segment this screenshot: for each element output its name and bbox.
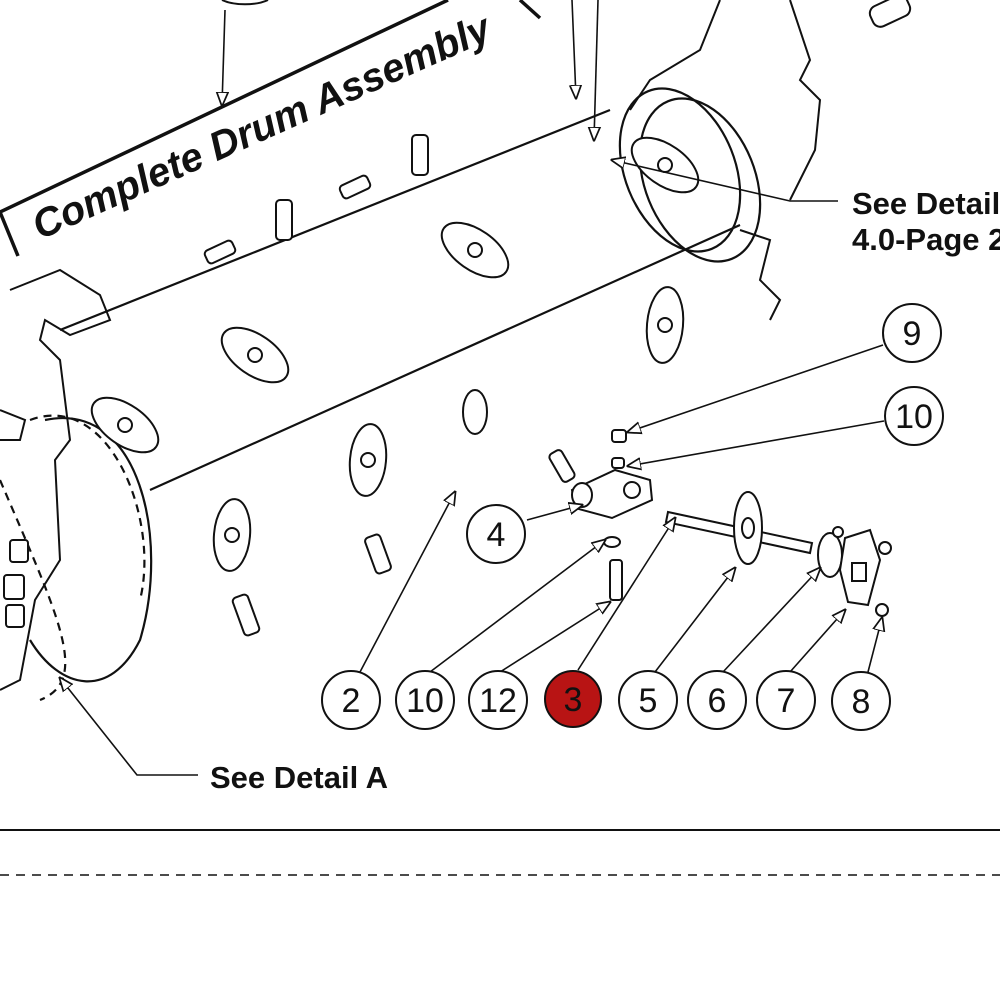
callout-12-label: 12 bbox=[479, 682, 517, 720]
callout-7-label: 7 bbox=[777, 682, 796, 720]
callout-10-lower[interactable]: 10 bbox=[395, 670, 455, 730]
callout-3-label: 3 bbox=[564, 681, 583, 719]
callout-2-label: 2 bbox=[342, 682, 361, 720]
right-frame-plate bbox=[629, 0, 822, 321]
callout-leaders bbox=[359, 344, 884, 673]
detail-a-leader bbox=[60, 678, 198, 776]
detail-a-label: See Detail A bbox=[210, 760, 388, 795]
paddle-mounts bbox=[90, 136, 700, 572]
callout-12[interactable]: 12 bbox=[468, 670, 528, 730]
callout-9-label: 9 bbox=[903, 315, 922, 353]
highlight-fill bbox=[544, 670, 602, 728]
callout-8-label: 8 bbox=[852, 683, 871, 721]
callout-7[interactable]: 7 bbox=[756, 670, 816, 730]
callout-2[interactable]: 2 bbox=[321, 670, 381, 730]
callout-10-upper[interactable]: 10 bbox=[884, 386, 944, 446]
callout-8[interactable]: 8 bbox=[831, 671, 891, 731]
title-leaders bbox=[222, 0, 598, 140]
callout-9[interactable]: 9 bbox=[882, 303, 942, 363]
top-callout-bubble-edge bbox=[221, 0, 269, 6]
detail-b-label-line1: See Detail bbox=[852, 186, 1000, 221]
bearing-block bbox=[548, 449, 654, 520]
callout-4-label: 4 bbox=[487, 516, 506, 554]
callout-5[interactable]: 5 bbox=[618, 670, 678, 730]
left-frame-plate bbox=[0, 268, 112, 691]
shaft-part bbox=[664, 491, 814, 565]
diagram-title: Complete Drum Assembly bbox=[26, 5, 499, 248]
left-end-fittings bbox=[3, 539, 29, 628]
callout-6-label: 6 bbox=[708, 682, 727, 720]
title-bracket bbox=[0, 0, 542, 257]
detail-b-label-line2: 4.0-Page 2 bbox=[852, 222, 1000, 257]
callout-6[interactable]: 6 bbox=[687, 670, 747, 730]
drum-tines bbox=[203, 0, 912, 637]
callout-5-label: 5 bbox=[639, 682, 658, 720]
callout-10-upper-label: 10 bbox=[895, 398, 933, 436]
flange-part bbox=[817, 526, 892, 617]
callout-10-lower-label: 10 bbox=[406, 682, 444, 720]
callout-3-highlighted[interactable]: 3 bbox=[544, 670, 602, 728]
detail-b-leader bbox=[612, 160, 838, 202]
callout-4[interactable]: 4 bbox=[466, 504, 526, 564]
